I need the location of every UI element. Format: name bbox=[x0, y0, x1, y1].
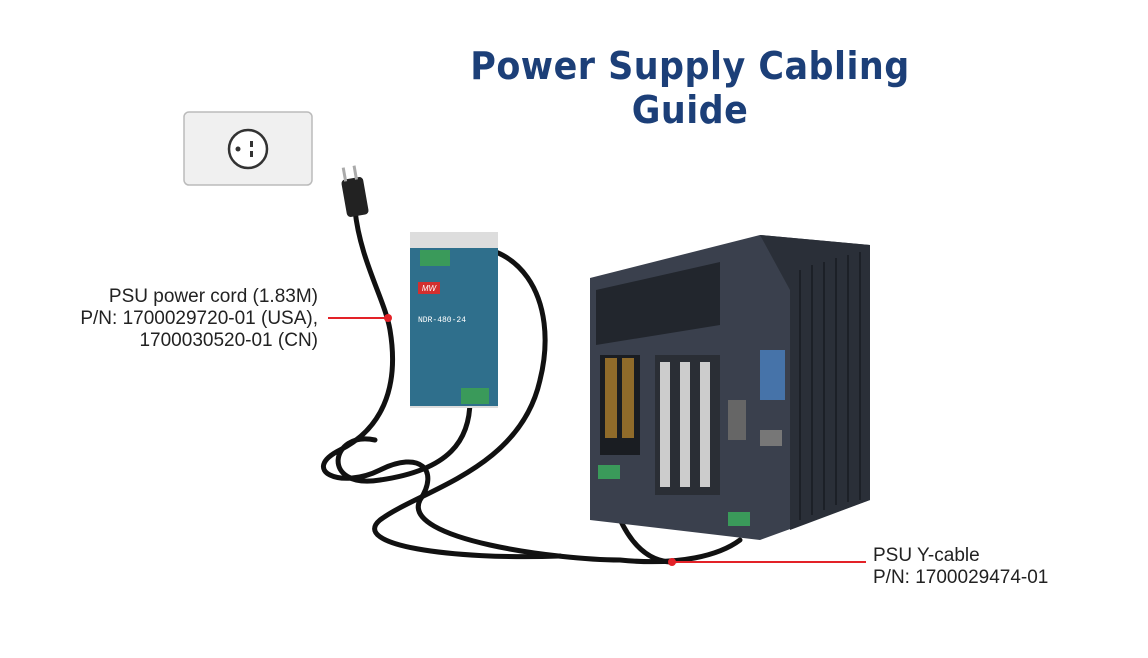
psu-logo: MW bbox=[422, 284, 438, 293]
y-cable-name: PSU Y-cable bbox=[873, 545, 980, 566]
power-cord-pn-usa: P/N: 1700029720-01 (USA), bbox=[80, 308, 318, 329]
power-cord-name: PSU power cord (1.83M) bbox=[108, 286, 318, 307]
industrial-computer bbox=[590, 235, 870, 540]
page-title: Power Supply Cabling Guide bbox=[470, 44, 910, 132]
wall-outlet bbox=[183, 111, 313, 186]
power-cord-label: PSU power cord (1.83M) P/N: 1700029720-0… bbox=[80, 286, 318, 352]
psu-unit: MW NDR-480-24 bbox=[410, 232, 498, 408]
psu-power-cord bbox=[321, 207, 743, 565]
y-cable-pn: P/N: 1700029474-01 bbox=[873, 567, 1049, 588]
y-cable-leader bbox=[668, 558, 866, 566]
power-cord-leader bbox=[328, 314, 392, 322]
psu-model: NDR-480-24 bbox=[418, 316, 466, 325]
plug bbox=[341, 165, 369, 217]
power-cord-pn-cn: 1700030520-01 (CN) bbox=[139, 330, 318, 351]
y-cable-label: PSU Y-cable P/N: 1700029474-01 bbox=[873, 545, 1048, 589]
